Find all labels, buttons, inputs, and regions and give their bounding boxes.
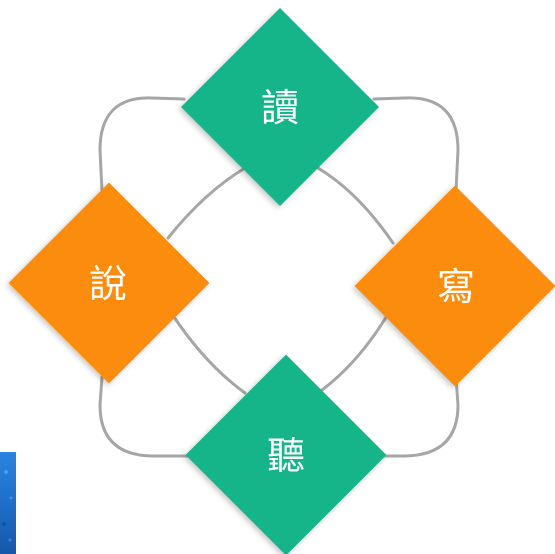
connector-lines	[98, 96, 460, 458]
node-right: 寫	[354, 185, 555, 387]
connector-inner-top-right	[316, 166, 395, 245]
edge-image-fragment	[0, 452, 16, 554]
node-top-label: 讀	[261, 86, 299, 130]
node-right-diamond	[354, 185, 555, 387]
node-bottom: 聽	[185, 354, 387, 554]
connector-inner-bottom-right	[316, 312, 390, 395]
connector-inner-bottom-left	[170, 312, 247, 395]
node-left-diamond	[8, 182, 210, 384]
node-left-label: 說	[89, 262, 127, 306]
node-bottom-diamond	[185, 354, 387, 554]
node-right-label: 寫	[437, 265, 475, 309]
connector-outer-top-right	[372, 96, 460, 193]
node-left: 說	[8, 182, 210, 384]
node-bottom-label: 聽	[267, 434, 305, 478]
connector-outer-bottom-right	[372, 375, 460, 458]
connector-outer-top-left	[98, 96, 186, 193]
connector-inner-top-left	[166, 166, 247, 240]
connector-outer-bottom-left	[98, 375, 190, 458]
node-top: 讀	[181, 8, 379, 206]
